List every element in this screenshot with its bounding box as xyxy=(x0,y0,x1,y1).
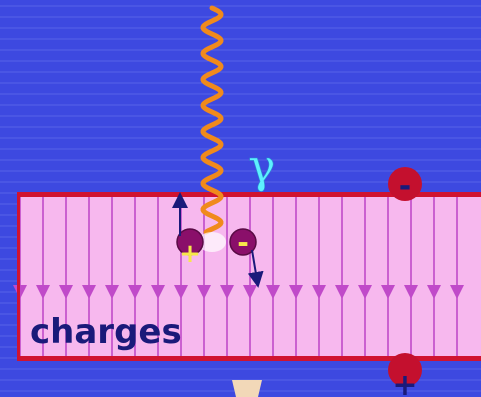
bottom-plus-sign: + xyxy=(392,368,417,397)
top-minus-sign: - xyxy=(399,169,411,204)
gamma-label: γ xyxy=(248,139,276,193)
charges-label: charges xyxy=(30,312,182,352)
electron-minus-sign: - xyxy=(237,226,249,259)
positive-sign: + xyxy=(179,239,201,269)
support-piece xyxy=(232,380,262,397)
positive-charge-bottom: + xyxy=(388,353,422,397)
slab-left-edge xyxy=(17,192,20,361)
